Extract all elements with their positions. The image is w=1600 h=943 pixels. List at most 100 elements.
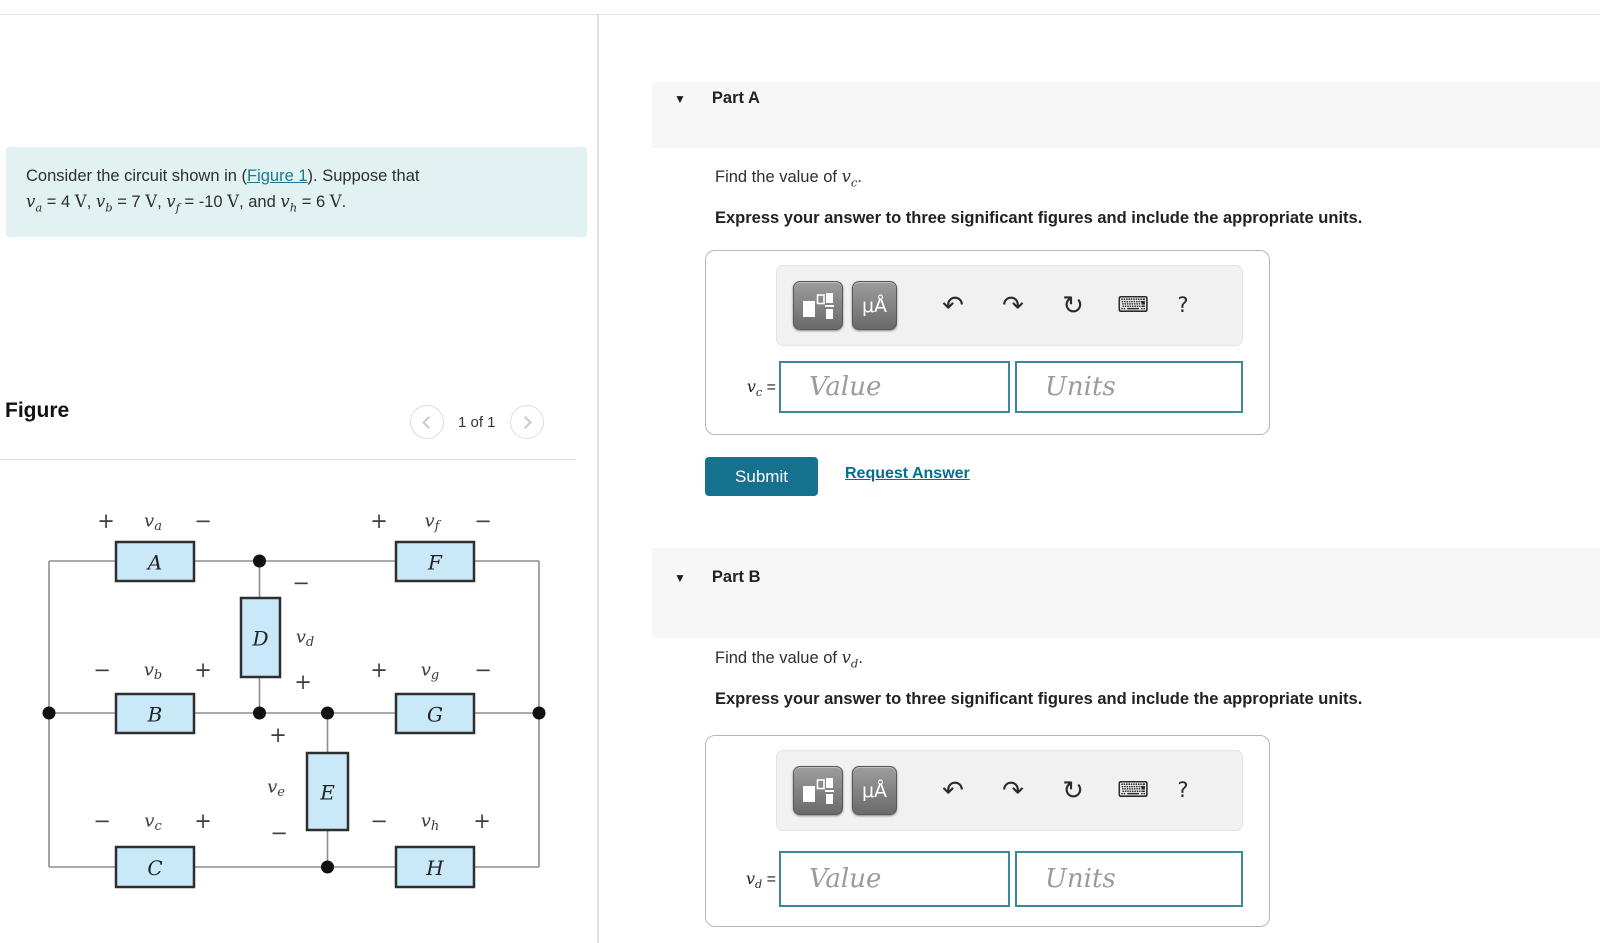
voltage-label-d: vd xyxy=(296,627,315,650)
keyboard-icon[interactable]: ⌨ xyxy=(1117,292,1149,318)
circuit-element-H xyxy=(394,845,476,889)
polarity-sign: + xyxy=(194,658,212,682)
circuit-element-A xyxy=(114,540,196,583)
redo-icon[interactable]: ↷ xyxy=(1002,290,1024,321)
circuit-element-label: B xyxy=(147,703,163,727)
circuit-element-label: E xyxy=(319,781,335,805)
polarity-sign: − xyxy=(93,658,111,682)
units-button[interactable]: μÅ xyxy=(852,766,897,815)
polarity-sign: + xyxy=(294,670,312,694)
circuit-element-label: G xyxy=(427,703,443,727)
value-input[interactable] xyxy=(779,851,1010,907)
answer-variable-label: vd = xyxy=(745,869,776,892)
undo-icon[interactable]: ↶ xyxy=(942,290,964,321)
polarity-sign: + xyxy=(194,809,212,833)
reset-icon[interactable]: ↻ xyxy=(1062,290,1084,321)
circuit-element-label: A xyxy=(146,551,162,575)
collapse-triangle-icon: ▼ xyxy=(674,570,686,585)
figure-divider xyxy=(0,459,576,460)
circuit-element-G xyxy=(394,692,476,735)
polarity-sign: − xyxy=(270,821,288,845)
circuit-element-C xyxy=(114,845,196,889)
part-a-title: Part A xyxy=(711,89,760,107)
junction-dot xyxy=(321,706,334,720)
answer-variable-label: vc = xyxy=(746,377,776,400)
keyboard-icon[interactable]: ⌨ xyxy=(1117,777,1149,803)
units-input[interactable] xyxy=(1015,851,1243,907)
circuit-element-B xyxy=(114,692,196,735)
part-a-toggle[interactable]: ▼ Part A xyxy=(674,89,760,108)
part-b-title: Part B xyxy=(711,568,761,586)
polarity-sign: − xyxy=(93,809,111,833)
equation-toolbar: μÅ ↶ ↷ ↻ ⌨ ? xyxy=(776,265,1243,346)
voltage-label-b: vb xyxy=(144,660,163,683)
problem-statement: Consider the circuit shown in (Figure 1)… xyxy=(6,147,587,237)
polarity-sign: − xyxy=(292,571,310,595)
voltage-label-c: vc xyxy=(144,811,162,834)
value-input[interactable] xyxy=(779,361,1010,413)
figure-page-indicator: 1 of 1 xyxy=(458,413,496,431)
voltage-label-e: ve xyxy=(267,777,285,800)
answer-row: vd = xyxy=(706,851,1271,907)
problem-text-2: ). Suppose that xyxy=(307,167,420,185)
request-answer-link[interactable]: Request Answer xyxy=(845,465,970,482)
polarity-sign: + xyxy=(370,658,388,682)
circuit-element-F xyxy=(394,540,476,583)
polarity-sign: + xyxy=(97,509,115,533)
part-b-find-line: Find the value of vd. xyxy=(715,648,863,671)
circuit-element-D xyxy=(239,596,282,679)
figure-1-link[interactable]: Figure 1 xyxy=(247,167,308,185)
voltage-label-f: vf xyxy=(425,511,442,534)
help-icon[interactable]: ? xyxy=(1177,293,1189,317)
part-a-find-line: Find the value of vc. xyxy=(715,167,862,190)
chevron-right-icon xyxy=(518,416,532,429)
voltage-label-g: vg xyxy=(421,660,440,683)
part-b-header: ▼ Part B xyxy=(652,548,1600,638)
voltage-label-h: vh xyxy=(421,811,440,834)
polarity-sign: + xyxy=(370,509,388,533)
junction-dot xyxy=(42,706,56,720)
junction-dot xyxy=(321,860,334,874)
reset-icon[interactable]: ↻ xyxy=(1062,775,1084,806)
figure-prev-button[interactable] xyxy=(410,405,444,439)
junction-dot xyxy=(532,706,546,720)
problem-text-1: Consider the circuit shown in ( xyxy=(26,167,248,185)
part-b-express-line: Express your answer to three significant… xyxy=(715,690,1363,708)
submit-button[interactable]: Submit xyxy=(705,457,818,496)
circuit-element-E xyxy=(305,751,350,832)
problem-math-line: va = 4 V, vb = 7 V, vf = -10 V, and vh =… xyxy=(26,192,347,215)
polarity-sign: − xyxy=(194,509,212,533)
collapse-triangle-icon: ▼ xyxy=(674,91,686,106)
circuit-element-label: C xyxy=(147,856,162,880)
circuit-element-label: H xyxy=(425,856,444,880)
part-b-answer-module: μÅ ↶ ↷ ↻ ⌨ ? vd = xyxy=(705,735,1270,927)
units-input[interactable] xyxy=(1015,361,1243,413)
circuit-element-label: F xyxy=(427,551,443,575)
figure-next-button[interactable] xyxy=(509,405,544,439)
figure-heading: Figure xyxy=(5,399,70,422)
undo-icon[interactable]: ↶ xyxy=(942,775,964,806)
help-icon[interactable]: ? xyxy=(1177,778,1189,802)
answer-row: vc = xyxy=(706,361,1271,413)
part-b-toggle[interactable]: ▼ Part B xyxy=(674,568,761,587)
template-icon xyxy=(803,292,834,319)
redo-icon[interactable]: ↷ xyxy=(1002,775,1024,806)
figure-pager: 1 of 1 xyxy=(410,405,544,439)
template-icon xyxy=(803,777,834,804)
chevron-left-icon xyxy=(422,416,435,429)
part-a-answer-module: μÅ ↶ ↷ ↻ ⌨ ? vc = xyxy=(705,250,1270,435)
top-divider xyxy=(0,14,1600,15)
part-a-header: ▼ Part A xyxy=(652,82,1600,148)
polarity-sign: + xyxy=(473,809,491,833)
polarity-sign: + xyxy=(269,723,287,747)
junction-dot xyxy=(253,554,266,568)
equation-template-button[interactable] xyxy=(793,281,843,330)
polarity-sign: − xyxy=(474,509,492,533)
toolbar-icons: ↶ ↷ ↻ ⌨ ? xyxy=(923,778,1203,804)
polarity-sign: − xyxy=(474,658,492,682)
part-a-express-line: Express your answer to three significant… xyxy=(715,209,1363,227)
units-button[interactable]: μÅ xyxy=(852,281,897,330)
equation-template-button[interactable] xyxy=(793,766,843,815)
